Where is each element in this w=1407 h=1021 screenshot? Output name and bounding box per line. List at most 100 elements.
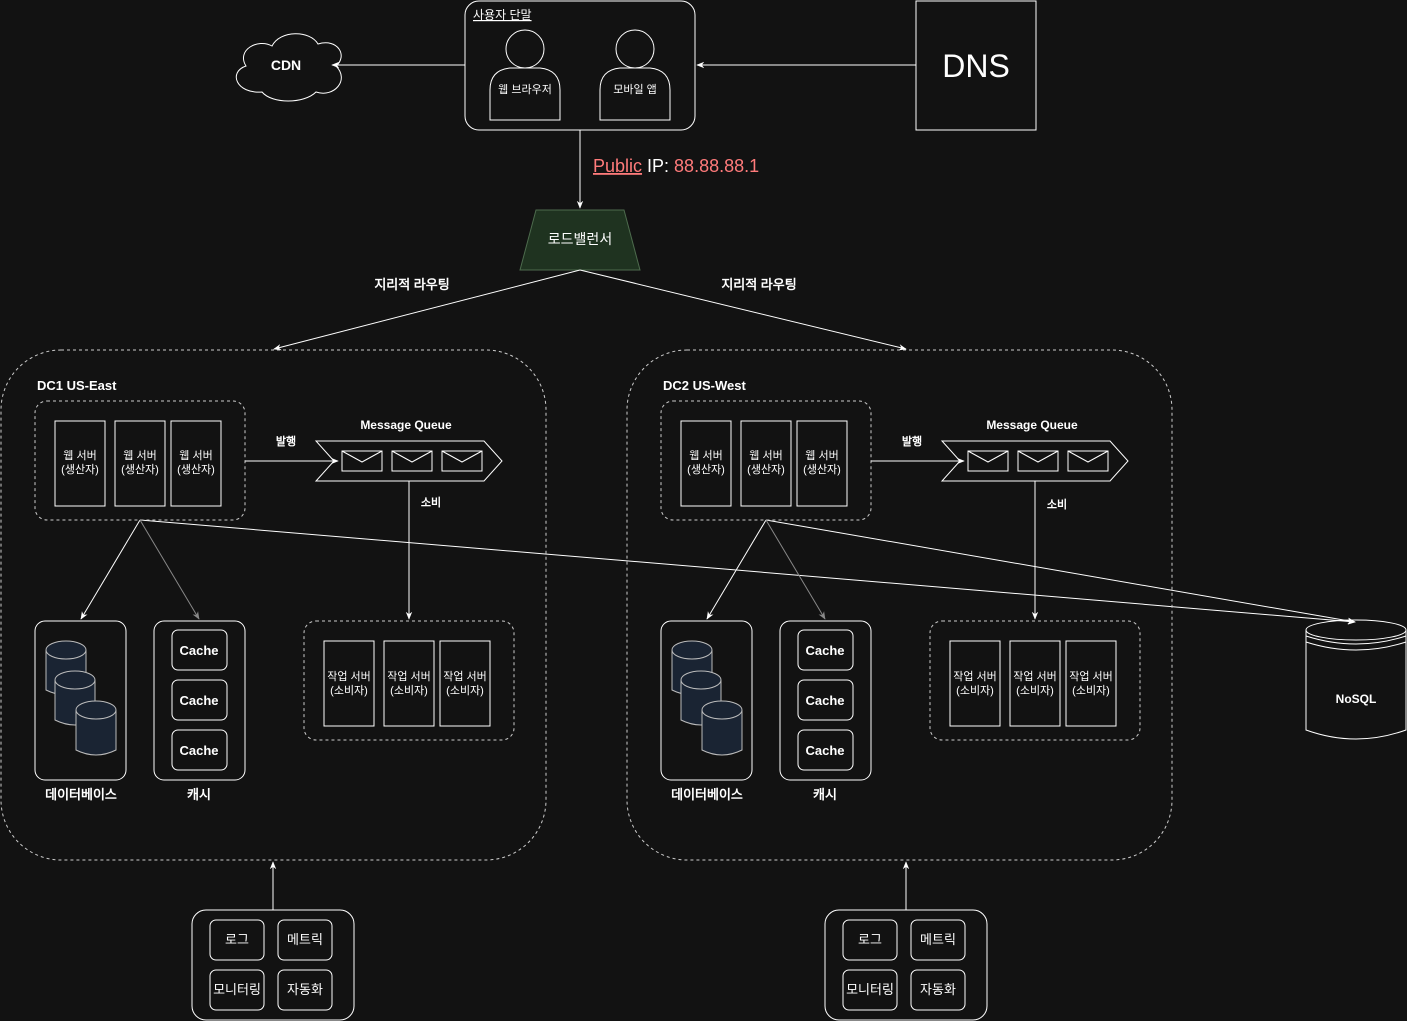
datacenter-boundary <box>0 349 547 861</box>
web-browser-label: 웹 브라우저 <box>498 83 552 96</box>
cache-item <box>171 729 228 771</box>
label-line: (생산자) <box>747 463 785 476</box>
ops-tool-item <box>277 969 333 1011</box>
web-server <box>114 420 166 507</box>
label-line: 웹 서버 <box>123 449 156 462</box>
worker-server <box>1009 640 1061 727</box>
worker-server-label: 작업 서버(소비자) <box>327 670 371 697</box>
publish-label: 발행 <box>902 434 922 448</box>
web-server-label: 웹 서버(생산자) <box>747 449 785 476</box>
database-cylinder-top <box>75 700 117 720</box>
ops-tool-label: 로그 <box>858 932 882 947</box>
worker-server <box>383 640 435 727</box>
label-line: (소비자) <box>446 684 484 697</box>
worker-server-label: 작업 서버(소비자) <box>1013 670 1057 697</box>
ops-tool-item <box>910 919 966 961</box>
envelope-flap <box>341 450 383 463</box>
cloud-icon <box>235 33 342 102</box>
arrow-dc2-web-to-nosql <box>765 519 1356 624</box>
web-server <box>740 420 792 507</box>
web-browser-user: 웹 브라우저 <box>489 29 561 121</box>
ops-tool-item <box>842 919 898 961</box>
arrow-web-to-database <box>706 519 767 620</box>
ops-tool-label: 모니터링 <box>846 982 894 997</box>
envelope-icon <box>391 450 433 472</box>
cache-box <box>153 620 246 781</box>
envelope-flap <box>441 450 483 463</box>
envelope-icon <box>341 450 383 472</box>
label-line: 웹 서버 <box>805 449 838 462</box>
datacenter-name: DC2 US-West <box>663 378 747 393</box>
user-device-title: 사용자 단말 <box>473 8 532 22</box>
ops-tools-box <box>824 909 988 1021</box>
worker-server <box>439 640 491 727</box>
cache-item-label: Cache <box>805 643 844 658</box>
ops-tools-box <box>191 909 355 1021</box>
arrow-web-to-cache <box>139 519 200 620</box>
web-server-label: 웹 서버(생산자) <box>61 449 99 476</box>
database-cylinder-top <box>680 670 722 690</box>
envelope-flap <box>967 450 1009 463</box>
worker-server-label: 작업 서버(소비자) <box>1069 670 1113 697</box>
cdn-label: CDN <box>271 57 301 73</box>
geo-routing-label-2: 지리적 라우팅 <box>721 277 796 292</box>
web-server <box>680 420 732 507</box>
mobile-app-user: 모바일 앱 <box>599 29 671 121</box>
ops-tool-label: 자동화 <box>287 982 323 997</box>
database-cylinder-top <box>671 640 713 660</box>
cdn-node: CDN <box>235 33 342 102</box>
label-line: 웹 서버 <box>689 449 722 462</box>
nosql-node: NoSQL <box>1305 619 1407 740</box>
database-cylinder-top <box>45 640 87 660</box>
cache-item-label: Cache <box>805 743 844 758</box>
nosql-label: NoSQL <box>1336 692 1377 706</box>
label-line: 작업 서버 <box>1069 670 1113 683</box>
publish-label: 발행 <box>276 434 296 448</box>
datacenter-boundary <box>626 349 1173 861</box>
cache-item <box>797 729 854 771</box>
label-line: (생산자) <box>177 463 215 476</box>
database-label: 데이터베이스 <box>671 787 743 802</box>
cache-item-label: Cache <box>179 743 218 758</box>
ops-tool-item <box>209 919 265 961</box>
geo-routing-label-1: 지리적 라우팅 <box>374 277 449 292</box>
ops-tool-item <box>277 919 333 961</box>
envelope-icon <box>1017 450 1059 472</box>
message-queue-label: Message Queue <box>360 418 452 432</box>
user-icon <box>615 29 655 69</box>
label-line: (소비자) <box>1016 684 1054 697</box>
ops-tool-item <box>209 969 265 1011</box>
label-line: (생산자) <box>121 463 159 476</box>
consume-label: 소비 <box>1047 497 1067 511</box>
arrow-dc1-web-to-nosql <box>139 519 1356 625</box>
label-line: (생산자) <box>803 463 841 476</box>
web-server <box>54 420 106 507</box>
worker-server <box>1065 640 1117 727</box>
label-line: (소비자) <box>1072 684 1110 697</box>
label-line: 작업 서버 <box>387 670 431 683</box>
worker-server-label: 작업 서버(소비자) <box>443 670 487 697</box>
label-line: (소비자) <box>390 684 428 697</box>
database-cylinder-top <box>701 700 743 720</box>
cache-item-label: Cache <box>805 693 844 708</box>
load-balancer: 로드밸런서 <box>519 209 641 271</box>
web-server <box>170 420 222 507</box>
envelope-flap <box>1067 450 1109 463</box>
database-box <box>660 620 753 781</box>
worker-group <box>929 620 1141 741</box>
ops-tool-label: 메트릭 <box>920 932 956 947</box>
envelope-icon <box>441 450 483 472</box>
web-server-label: 웹 서버(생산자) <box>121 449 159 476</box>
ops-tool-item <box>842 969 898 1011</box>
database-cylinder-icon <box>75 710 117 756</box>
cylinder-icon <box>1305 630 1407 740</box>
label-line: 웹 서버 <box>63 449 96 462</box>
database-label: 데이터베이스 <box>45 787 117 802</box>
ops-tool-label: 모니터링 <box>213 982 261 997</box>
message-queue-shape <box>940 440 1129 482</box>
arrow-lb-to-dc1 <box>273 269 581 351</box>
envelope-icon <box>1067 450 1109 472</box>
arrow-lb-to-dc2 <box>579 269 907 351</box>
